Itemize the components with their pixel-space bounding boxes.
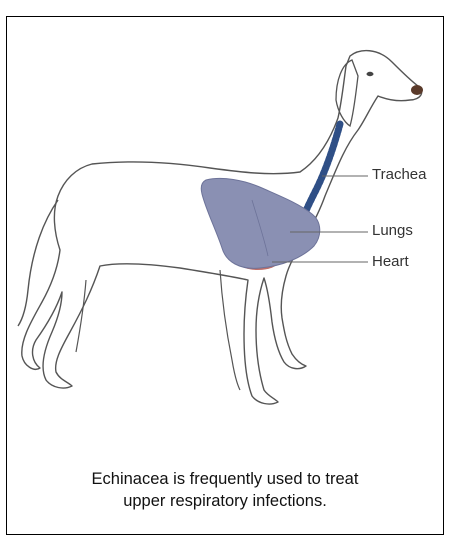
dog-far-leg [220,270,240,390]
heart-label: Heart [372,253,409,271]
caption-line-1: Echinacea is frequently used to treat [6,468,444,490]
dog-eye [367,72,374,76]
trachea-label: Trachea [372,166,426,184]
dog-ear [336,60,358,126]
dog-tail [18,200,58,326]
lungs-label: Lungs [372,222,413,240]
dog-far-hind-leg [76,280,86,352]
dog-nose [411,85,423,95]
caption-line-2: upper respiratory infections. [6,490,444,512]
figure-caption: Echinacea is frequently used to treat up… [6,468,444,512]
lungs-shape [201,178,320,268]
